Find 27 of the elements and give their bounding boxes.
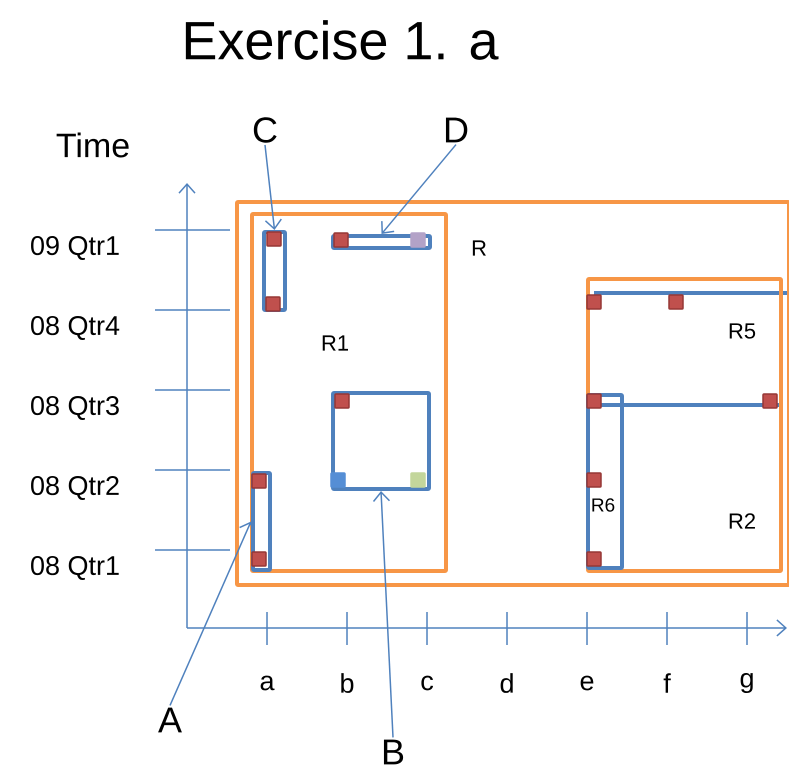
tick-label: c xyxy=(421,676,434,690)
rectangle-box xyxy=(262,230,287,312)
tick-label: a xyxy=(260,676,275,690)
tick-label: d xyxy=(500,673,513,693)
leader-arrow xyxy=(381,144,457,234)
tick-label: 08 Qtr3 xyxy=(31,396,119,420)
callout-letter: C xyxy=(254,117,277,143)
axis-title: Time xyxy=(56,132,129,158)
rectangle-box: R6 xyxy=(586,393,624,570)
tick-label: e xyxy=(580,676,594,690)
rectangle-box xyxy=(331,391,431,491)
rectangle-box xyxy=(251,471,272,572)
callout-letter: B xyxy=(384,740,404,764)
leader-arrow xyxy=(372,491,394,738)
tick-label: b xyxy=(341,673,354,693)
tick-label: 08 Qtr1 xyxy=(31,556,119,580)
callout-letter: D xyxy=(446,118,468,142)
tick-label: 08 Qtr4 xyxy=(31,316,120,340)
callout-letter: A xyxy=(158,708,182,732)
tick-label: f xyxy=(664,673,671,693)
tick-label: g xyxy=(740,672,753,694)
region-box: R1 xyxy=(250,212,448,573)
title: Exercise 1. a xyxy=(186,20,499,60)
leader-arrow xyxy=(264,144,282,230)
tick-label: 08 Qtr2 xyxy=(31,476,119,500)
rectangle-box xyxy=(331,234,432,250)
tick-label: 09 Qtr1 xyxy=(31,236,119,260)
